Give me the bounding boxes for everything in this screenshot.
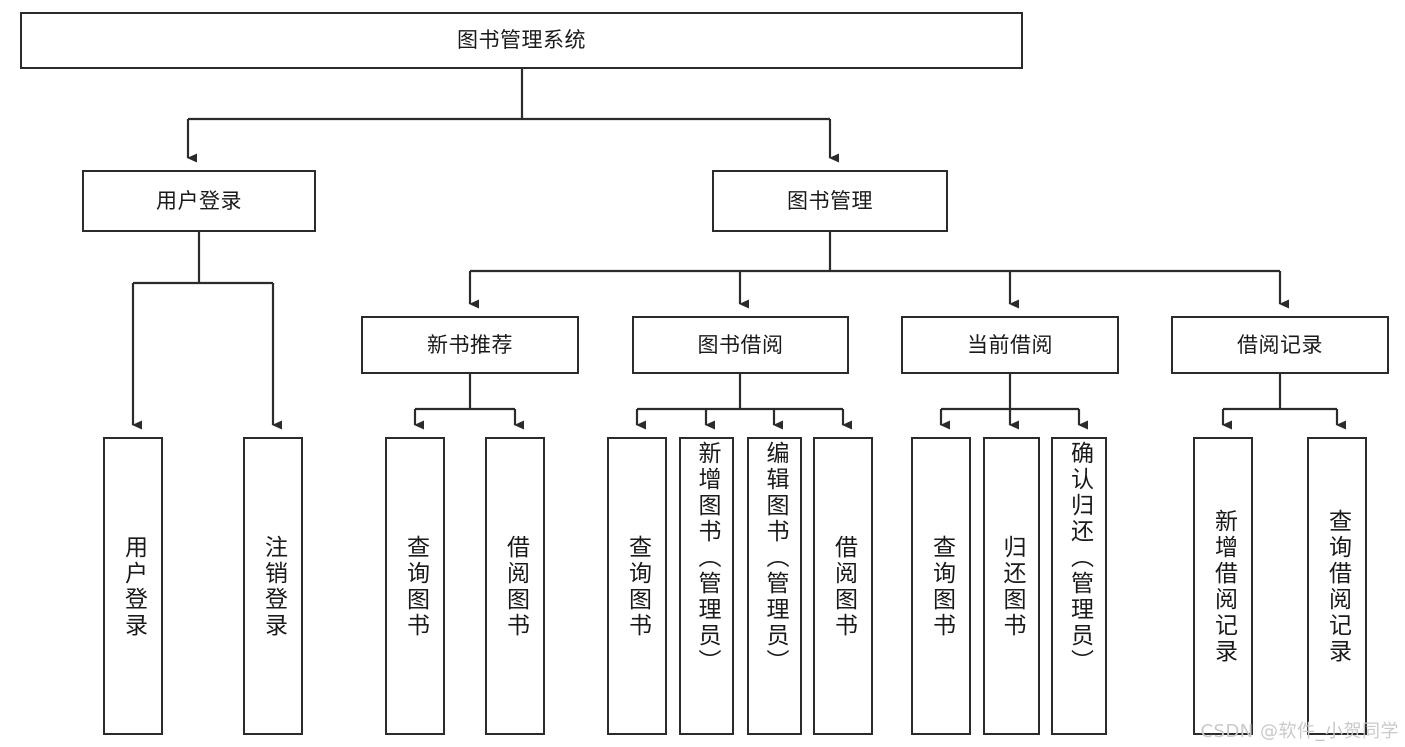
node-label: 用户登录 <box>156 188 242 213</box>
leaf-query-borrow-record[interactable]: 查询借阅记录 <box>1307 437 1367 735</box>
node-label: 注销登录 <box>260 535 287 639</box>
node-label: 图书借阅 <box>697 332 784 357</box>
leaf-query-book-borrow[interactable]: 查询图书 <box>607 437 667 735</box>
node-label: 新书推荐 <box>427 332 513 357</box>
node-borrow-record[interactable]: 借阅记录 <box>1171 316 1389 374</box>
node-current-borrow[interactable]: 当前借阅 <box>901 316 1119 374</box>
node-label: 当前借阅 <box>967 332 1053 357</box>
node-label: 新增借阅记录 <box>1210 509 1237 665</box>
leaf-query-book-current[interactable]: 查询图书 <box>911 437 971 735</box>
leaf-confirm-return[interactable]: 确认归还（管理员） <box>1051 437 1107 735</box>
leaf-user-login[interactable]: 用户登录 <box>103 437 163 735</box>
node-label: 借阅记录 <box>1237 332 1323 357</box>
node-label: 编辑图书（管理员） <box>762 441 788 675</box>
node-label: 借阅图书 <box>502 535 529 639</box>
node-label: 查询图书 <box>402 535 429 639</box>
node-label: 图书管理 <box>787 188 873 213</box>
leaf-add-book[interactable]: 新增图书（管理员） <box>679 437 734 735</box>
watermark: CSDN @软件_小贺同学 <box>1200 721 1399 742</box>
leaf-borrow-book-recommend[interactable]: 借阅图书 <box>485 437 545 735</box>
node-book-borrow[interactable]: 图书借阅 <box>632 316 849 374</box>
node-book-manage[interactable]: 图书管理 <box>712 170 948 232</box>
node-user-login[interactable]: 用户登录 <box>82 170 316 232</box>
node-label: 确认归还（管理员） <box>1066 441 1093 675</box>
leaf-query-book-recommend[interactable]: 查询图书 <box>385 437 445 735</box>
node-label: 查询借阅记录 <box>1324 509 1351 665</box>
node-label: 借阅图书 <box>830 535 857 639</box>
leaf-add-borrow-record[interactable]: 新增借阅记录 <box>1193 437 1253 735</box>
node-label: 用户登录 <box>120 535 147 639</box>
leaf-edit-book[interactable]: 编辑图书（管理员） <box>747 437 802 735</box>
node-label: 查询图书 <box>928 535 955 639</box>
node-new-book-recommend[interactable]: 新书推荐 <box>361 316 579 374</box>
leaf-user-logout[interactable]: 注销登录 <box>243 437 303 735</box>
node-label: 查询图书 <box>624 535 651 639</box>
leaf-borrow-book[interactable]: 借阅图书 <box>813 437 873 735</box>
node-root-system[interactable]: 图书管理系统 <box>20 12 1023 69</box>
node-label: 归还图书 <box>999 535 1025 639</box>
node-label: 图书管理系统 <box>457 28 586 53</box>
node-label: 新增图书（管理员） <box>694 441 720 675</box>
leaf-return-book[interactable]: 归还图书 <box>983 437 1040 735</box>
